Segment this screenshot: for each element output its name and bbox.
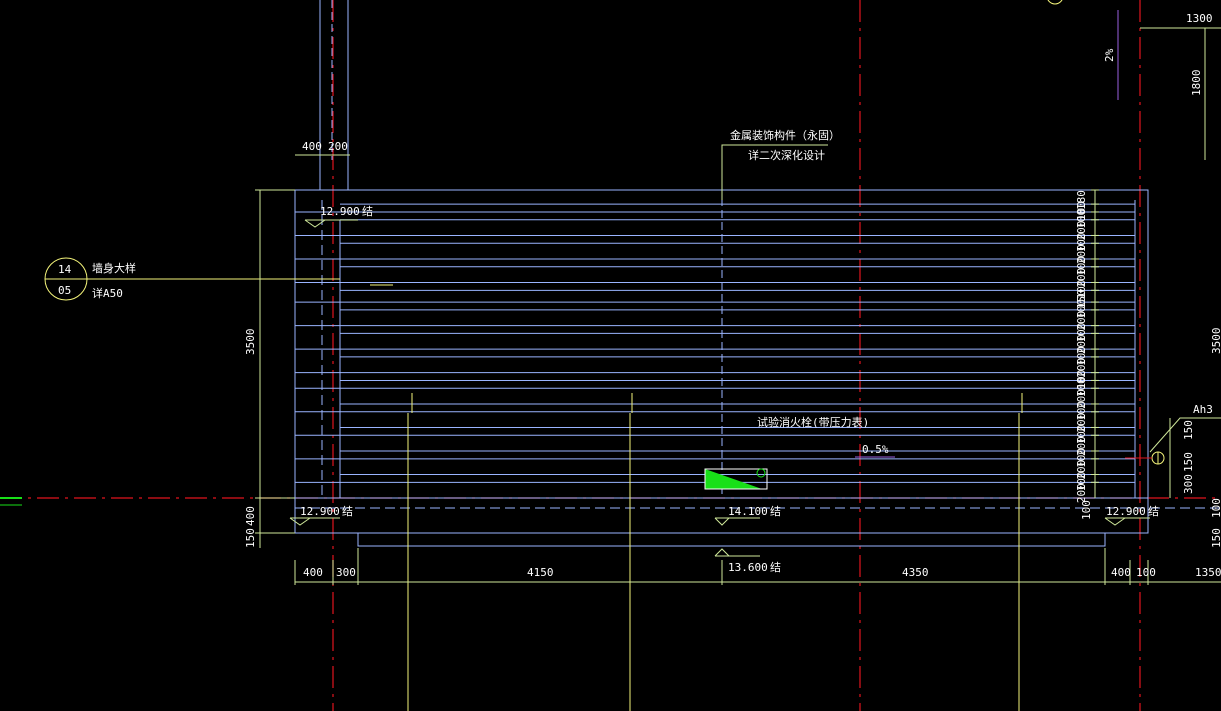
right-stack-label: 180 (1075, 190, 1088, 210)
bottom-dim-lines (294, 548, 1221, 585)
right-dim-150a: 150 (1182, 420, 1195, 440)
left-dim-lines (255, 189, 295, 548)
callout-bottom: 05 (58, 284, 71, 297)
elev-marker-bottom-left (289, 517, 311, 526)
dim-1300-text: 1300 (1186, 12, 1213, 25)
elev-marker-right (1104, 517, 1126, 526)
elev-below-suffix: 结 (770, 561, 781, 574)
bottom-dim-100: 100 (1136, 566, 1156, 579)
right-stack-label: 100 (1075, 323, 1088, 343)
right-stack-label: 100 (1075, 299, 1088, 319)
right-wall-outline (295, 189, 1149, 534)
drain-box (704, 468, 768, 490)
right-stack-label: 100 (1075, 232, 1088, 252)
elev-bottom-left: 12.900 (300, 505, 340, 518)
louver-slats (295, 189, 1136, 499)
elev-marker-mid (714, 517, 730, 526)
right-stack-label: 100 (1075, 424, 1088, 444)
elev-top-left: 12.900 (320, 205, 360, 218)
right-stack-label: 100 (1075, 346, 1088, 366)
top-dim-400: 400 (302, 140, 322, 153)
slope-top-text: 2% (1103, 48, 1116, 62)
dim-1800-text: 1800 (1190, 70, 1203, 97)
bottom-dim-400-right: 400 (1111, 566, 1131, 579)
right-stack-label: 200 (1075, 334, 1088, 354)
axis-tag-label: Ah3 (1193, 403, 1213, 416)
right-stack-label: 150 (1075, 289, 1088, 309)
elev-marker-below (714, 548, 730, 557)
right-stack-label: 100 (1075, 448, 1088, 468)
right-dim-300: 300 (1182, 474, 1195, 494)
elevation-markers (289, 219, 1150, 557)
elev-top-left-suffix: 结 (362, 205, 373, 218)
note-line2: 详二次深化设计 (748, 148, 825, 162)
right-stack-label: 100 (1075, 209, 1088, 229)
right-stack-label: 100 (1075, 377, 1088, 397)
elev-mid: 14.100 (728, 505, 768, 518)
bottom-dim-4150: 4150 (527, 566, 554, 579)
right-stack-label: 200 (1075, 460, 1088, 480)
right-stack-label: 200 (1075, 389, 1088, 409)
right-stack-label: 200 (1075, 358, 1088, 378)
right-dim-150b: 150 (1182, 452, 1195, 472)
edge-dim-3500: 3500 (1210, 328, 1221, 355)
elev-mid-suffix: 结 (770, 505, 781, 518)
right-stack-label: 200 (1075, 244, 1088, 264)
note-line1: 金属装饰构件（永固） (730, 128, 840, 142)
note-leader (721, 144, 828, 200)
right-stack-label: 200 (1075, 436, 1088, 456)
edge-dim-100: 100 (1210, 498, 1221, 518)
bottom-dim-400: 400 (303, 566, 323, 579)
elev-bottom-left-suffix: 结 (342, 505, 353, 518)
right-stack-label: 100 (1075, 401, 1088, 421)
right-stack-label: 100 (1075, 471, 1088, 491)
left-dim-400: 400 (244, 506, 257, 526)
top-right-annotations (1047, 0, 1221, 160)
right-stack-label: 100 (1075, 279, 1088, 299)
right-stack-label: 100 (1075, 256, 1088, 276)
detail-callout: 14 05 墙身大样 详A50 (44, 257, 393, 301)
drain-fill-triangle (705, 469, 762, 489)
bottom-dim-4350: 4350 (902, 566, 929, 579)
callout-sub: 详A50 (92, 286, 123, 300)
right-stack-label: 200 (1075, 483, 1088, 503)
callout-title: 墙身大样 (92, 261, 136, 275)
note-leader-line (721, 144, 828, 200)
bottom-dim-300: 300 (336, 566, 356, 579)
right-stack-label: 200 (1075, 221, 1088, 241)
bottom-dim-1350: 1350 (1195, 566, 1221, 579)
right-dim-stack: 1801001002001002001002001001501002001002… (1075, 189, 1099, 503)
right-dim-100: 100 (1080, 500, 1093, 520)
callout-top: 14 (58, 263, 72, 276)
right-stack-label: 200 (1075, 413, 1088, 433)
right-stack-label: 100 (1075, 370, 1088, 390)
right-stack-label: 200 (1075, 311, 1088, 331)
support-posts (407, 393, 1023, 711)
elev-below: 13.600 (728, 561, 768, 574)
elev-right-suffix: 结 (1148, 505, 1159, 518)
right-stack-label: 200 (1075, 268, 1088, 288)
elev-right: 12.900 (1106, 505, 1146, 518)
top-axis-bubble (1047, 0, 1063, 5)
left-dim-150: 150 (244, 528, 257, 548)
axis-bubble-ah3 (1125, 417, 1221, 498)
drain-circle (756, 468, 766, 478)
left-dim-3500: 3500 (244, 329, 257, 356)
hydrant-label: 试验消火栓(带压力表) (757, 415, 869, 429)
elev-marker-top-left (304, 219, 326, 228)
slab-edge-lower (357, 533, 1106, 547)
right-stack-label: 100 (1075, 201, 1088, 221)
ah3-leader (1149, 417, 1221, 453)
edge-dim-150: 150 (1210, 528, 1221, 548)
slope-label: 0.5% (862, 443, 889, 456)
top-dim-200: 200 (328, 140, 348, 153)
